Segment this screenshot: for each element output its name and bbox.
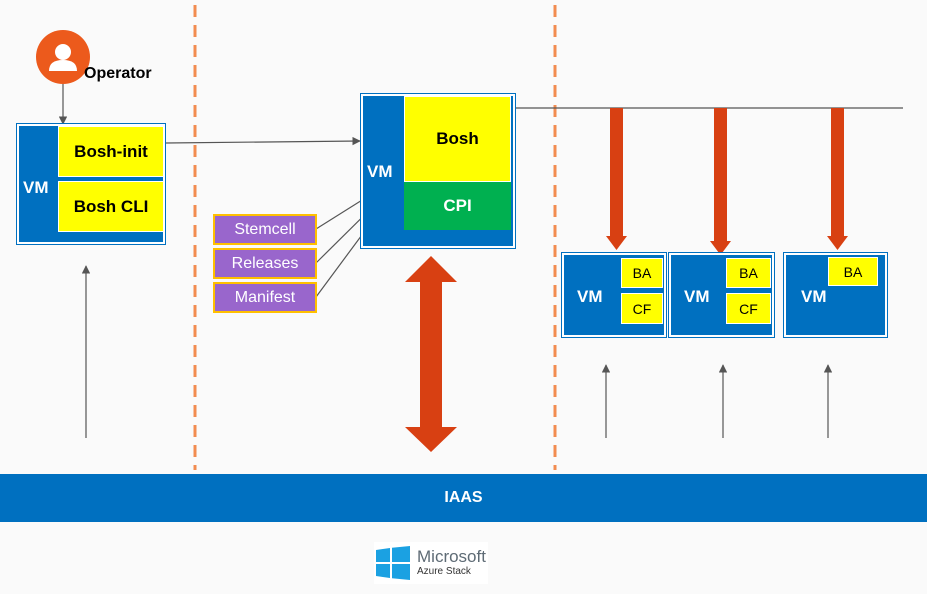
deployed-vm-3-label: VM <box>801 287 827 306</box>
deployed-vm-1: VM BA CF <box>561 252 667 338</box>
deployed-vm-2: VM BA CF <box>668 252 775 338</box>
deployed-vm-1-label: VM <box>577 287 603 306</box>
cpi-box: CPI <box>404 182 511 230</box>
iaas-label: IAAS <box>444 489 483 506</box>
azure-stack-logo: Microsoft Azure Stack <box>374 542 488 584</box>
manifest-box: Manifest <box>213 282 317 313</box>
microsoft-text: Microsoft <box>417 547 486 566</box>
deployed-vm-2-label: VM <box>684 287 710 306</box>
deployed-vm-3: VM BA <box>783 252 888 338</box>
left-vm-box: VM Bosh-init Bosh CLI <box>16 123 166 245</box>
deployed-vm-1-cf-box: CF <box>621 293 663 324</box>
deployed-vm-3-ba-box: BA <box>828 257 878 286</box>
operator-user-icon <box>36 30 90 84</box>
bosh-vm-box: VM Bosh CPI <box>360 93 516 249</box>
left-vm-label: VM <box>23 178 49 197</box>
azure-stack-text: Azure Stack <box>417 566 471 577</box>
red-down-arrow-1 <box>606 108 627 250</box>
stemcell-box: Stemcell <box>213 214 317 245</box>
red-double-arrow <box>405 256 457 452</box>
red-down-arrow-3 <box>827 108 848 250</box>
bosh-cli-box: Bosh CLI <box>58 181 164 232</box>
deployed-vm-2-ba-box: BA <box>726 258 771 288</box>
windows-logo-icon <box>376 546 410 580</box>
bosh-init-box: Bosh-init <box>58 126 164 177</box>
deployed-vm-1-ba-box: BA <box>621 258 663 288</box>
deployed-vm-2-cf-box: CF <box>726 293 771 324</box>
bosh-director-box: Bosh <box>404 96 511 182</box>
bosh-vm-label: VM <box>367 162 393 181</box>
red-down-arrow-2 <box>710 108 731 255</box>
iaas-bar: IAAS <box>0 474 927 522</box>
operator-label: Operator <box>84 65 152 82</box>
bosh-init-to-vm-arrow <box>165 136 361 146</box>
releases-box: Releases <box>213 248 317 279</box>
